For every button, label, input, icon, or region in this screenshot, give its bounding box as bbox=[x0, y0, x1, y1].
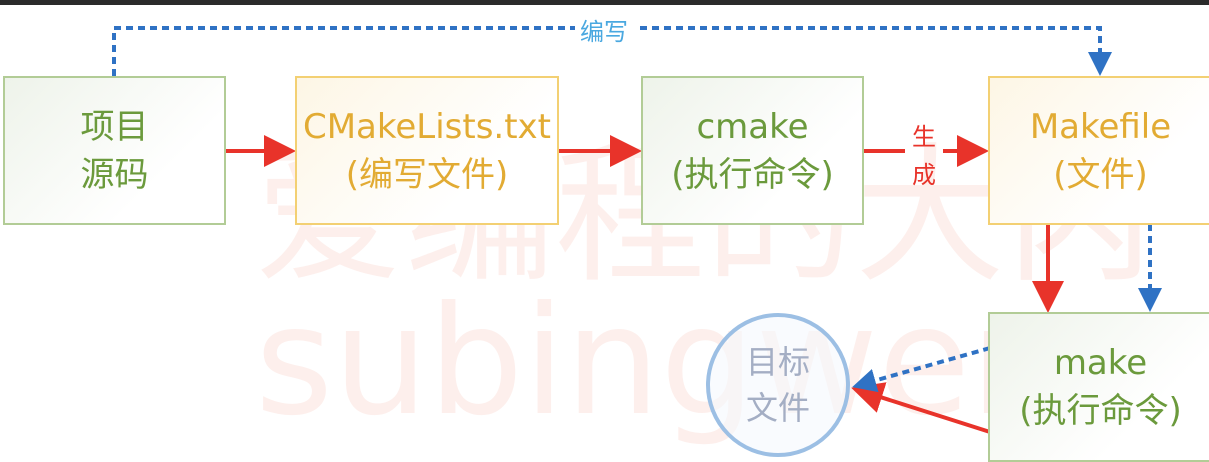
arrow-make-to-target bbox=[851, 382, 991, 434]
node-makefile-line1: Makefile bbox=[1029, 106, 1172, 147]
node-makefile-line2: (文件) bbox=[1053, 154, 1148, 195]
top-bar bbox=[0, 0, 1209, 5]
node-make-line2: (执行命令) bbox=[1019, 391, 1182, 431]
node-makefile: Makefile (文件) bbox=[988, 76, 1209, 225]
node-cmake: cmake (执行命令) bbox=[641, 76, 864, 225]
node-make: make (执行命令) bbox=[988, 312, 1209, 462]
dashed-make-to-target bbox=[852, 346, 991, 393]
node-source: 项目 源码 bbox=[3, 76, 226, 225]
node-cmakelists: CMakeLists.txt (编写文件) bbox=[295, 76, 559, 225]
node-target: 目标 文件 bbox=[706, 313, 850, 457]
dashed-source-to-makefile-b bbox=[640, 26, 1112, 76]
node-source-line2: 源码 bbox=[80, 154, 149, 195]
node-cmake-line1: cmake bbox=[696, 106, 809, 147]
label-generate-2: 成 bbox=[912, 161, 936, 189]
blue-dashed-arrows bbox=[112, 26, 1162, 393]
label-write: 编写 bbox=[580, 18, 628, 46]
red-arrows bbox=[225, 135, 1064, 434]
dashed-source-to-makefile bbox=[112, 26, 575, 76]
node-source-line1: 项目 bbox=[80, 106, 149, 147]
node-target-line2: 文件 bbox=[745, 389, 810, 427]
node-make-line1: make bbox=[1053, 343, 1148, 383]
label-generate-1: 生 bbox=[912, 123, 936, 151]
node-cmakelists-line1: CMakeLists.txt bbox=[302, 106, 552, 147]
node-target-line1: 目标 bbox=[745, 343, 810, 381]
node-cmake-line2: (执行命令) bbox=[671, 154, 834, 195]
node-cmakelists-line2: (编写文件) bbox=[345, 154, 509, 195]
